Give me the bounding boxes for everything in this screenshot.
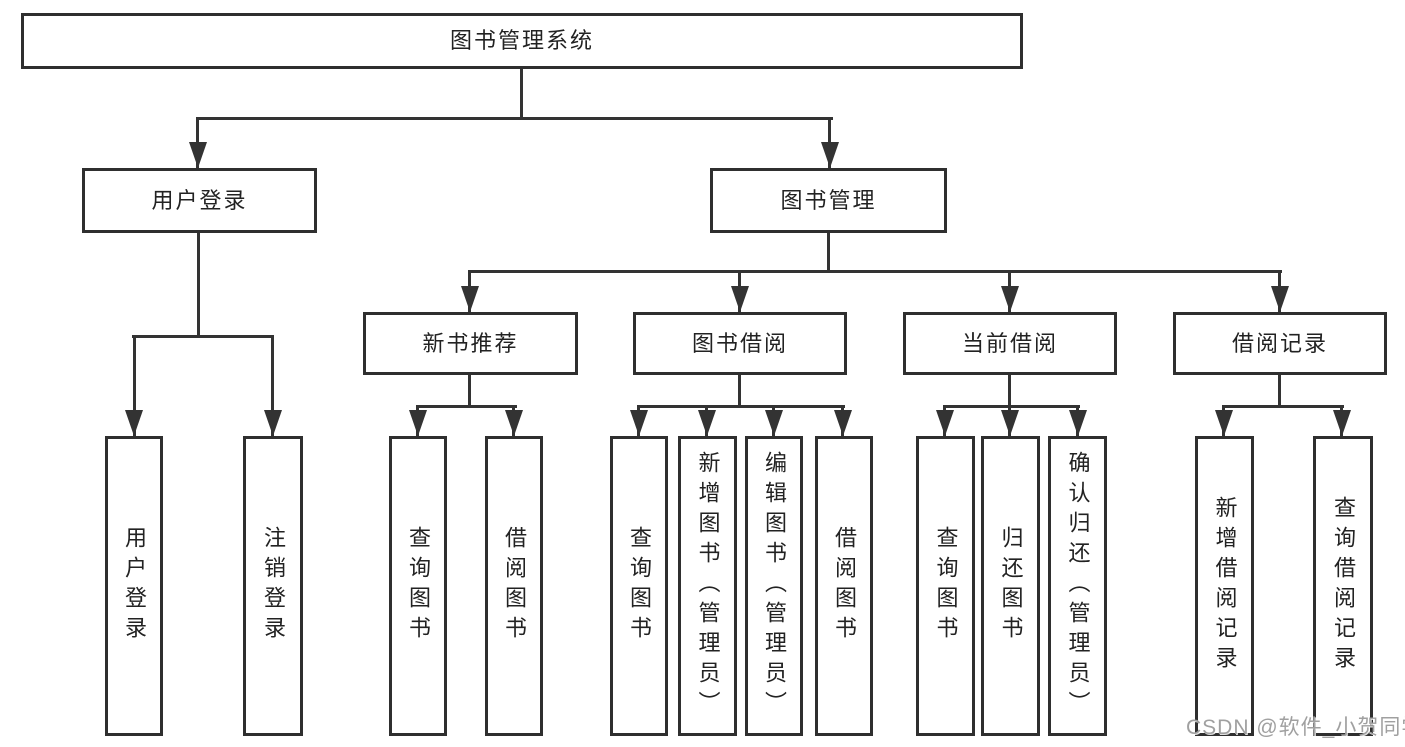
arrow-down-icon <box>505 410 523 436</box>
leaf-label: 编辑图书（管理员） <box>762 451 787 721</box>
node-book-mgmt-branch-label: 图书管理 <box>780 187 877 213</box>
arrow-down-icon <box>461 286 479 312</box>
leaf-label: 新增图书（管理员） <box>695 451 721 721</box>
node-leaf-logout: 注销登录 <box>243 436 303 736</box>
connector-mgmt-stem <box>827 233 830 273</box>
leaf-label: 查询图书 <box>406 526 431 646</box>
node-leaf-g1-query-books: 查询图书 <box>389 436 447 736</box>
connector-g4-stem <box>1278 375 1281 408</box>
connector-g2-stem <box>738 375 741 408</box>
node-leaf-g3-query-books: 查询图书 <box>916 436 975 736</box>
node-book-borrow: 图书借阅 <box>633 312 847 375</box>
connector-root-stem <box>520 69 523 118</box>
node-leaf-g3-return-books: 归还图书 <box>981 436 1040 736</box>
arrow-down-icon <box>125 410 143 436</box>
node-book-mgmt-branch: 图书管理 <box>710 168 947 233</box>
connector-user-bar <box>132 335 274 338</box>
node-borrow-records: 借阅记录 <box>1173 312 1387 375</box>
node-leaf-user-login-label: 用户登录 <box>122 526 147 646</box>
arrow-down-icon <box>409 410 427 436</box>
arrow-down-icon <box>765 410 783 436</box>
leaf-label: 新增借阅记录 <box>1212 496 1238 676</box>
arrow-down-icon <box>189 142 207 168</box>
arrow-down-icon <box>1333 410 1351 436</box>
connector-mgmt-bar <box>468 270 1282 273</box>
node-leaf-g4-add-borrow-record: 新增借阅记录 <box>1195 436 1254 736</box>
connector-g3-bar <box>943 405 1080 408</box>
node-user-login-branch-label: 用户登录 <box>151 187 248 213</box>
node-current-borrow: 当前借阅 <box>903 312 1117 375</box>
connector-g4-bar <box>1222 405 1344 408</box>
leaf-label: 查询借阅记录 <box>1331 496 1356 676</box>
node-leaf-g2-edit-book-admin: 编辑图书（管理员） <box>745 436 803 736</box>
leaf-label: 确认归还（管理员） <box>1065 451 1091 721</box>
csdn-watermark: CSDN @软件_小贺同学 <box>1186 716 1405 739</box>
arrow-down-icon <box>821 142 839 168</box>
node-root: 图书管理系统 <box>21 13 1023 69</box>
node-new-book-rec-label: 新书推荐 <box>422 330 519 356</box>
node-current-borrow-label: 当前借阅 <box>961 330 1058 356</box>
node-leaf-g1-borrow-books: 借阅图书 <box>485 436 543 736</box>
node-leaf-g2-query-books: 查询图书 <box>610 436 668 736</box>
arrow-down-icon <box>936 410 954 436</box>
node-borrow-records-label: 借阅记录 <box>1231 330 1328 356</box>
arrow-down-icon <box>1001 286 1019 312</box>
connector-drop-logout-leaf <box>271 335 274 436</box>
arrow-down-icon <box>1271 286 1289 312</box>
connector-user-stem <box>197 233 200 338</box>
arrow-down-icon <box>731 286 749 312</box>
connector-g1-bar <box>416 405 517 408</box>
leaf-label: 查询图书 <box>933 526 959 646</box>
node-book-borrow-label: 图书借阅 <box>691 330 788 356</box>
leaf-label: 借阅图书 <box>832 526 857 646</box>
arrow-down-icon <box>1215 410 1233 436</box>
leaf-label: 借阅图书 <box>502 526 527 646</box>
leaf-label: 归还图书 <box>998 526 1024 646</box>
node-root-label: 图书管理系统 <box>449 28 594 53</box>
arrow-down-icon <box>264 410 282 436</box>
node-user-login-branch: 用户登录 <box>82 168 317 233</box>
connector-g2-bar <box>637 405 845 408</box>
node-leaf-g4-query-borrow-record: 查询借阅记录 <box>1313 436 1373 736</box>
arrow-down-icon <box>834 410 852 436</box>
node-leaf-g3-confirm-return-admin: 确认归还（管理员） <box>1048 436 1107 736</box>
node-new-book-rec: 新书推荐 <box>363 312 578 375</box>
node-leaf-g2-borrow-books: 借阅图书 <box>815 436 873 736</box>
arrow-down-icon <box>630 410 648 436</box>
arrow-down-icon <box>1001 410 1019 436</box>
connector-drop-login-leaf <box>133 335 136 436</box>
arrow-down-icon <box>1069 410 1087 436</box>
connector-g1-stem <box>468 375 471 408</box>
arrow-down-icon <box>698 410 716 436</box>
node-leaf-user-login: 用户登录 <box>105 436 163 736</box>
node-leaf-logout-label: 注销登录 <box>261 526 286 646</box>
leaf-label: 查询图书 <box>627 526 652 646</box>
connector-g3-stem <box>1008 375 1011 408</box>
node-leaf-g2-add-book-admin: 新增图书（管理员） <box>678 436 737 736</box>
connector-root-bar <box>196 117 833 120</box>
